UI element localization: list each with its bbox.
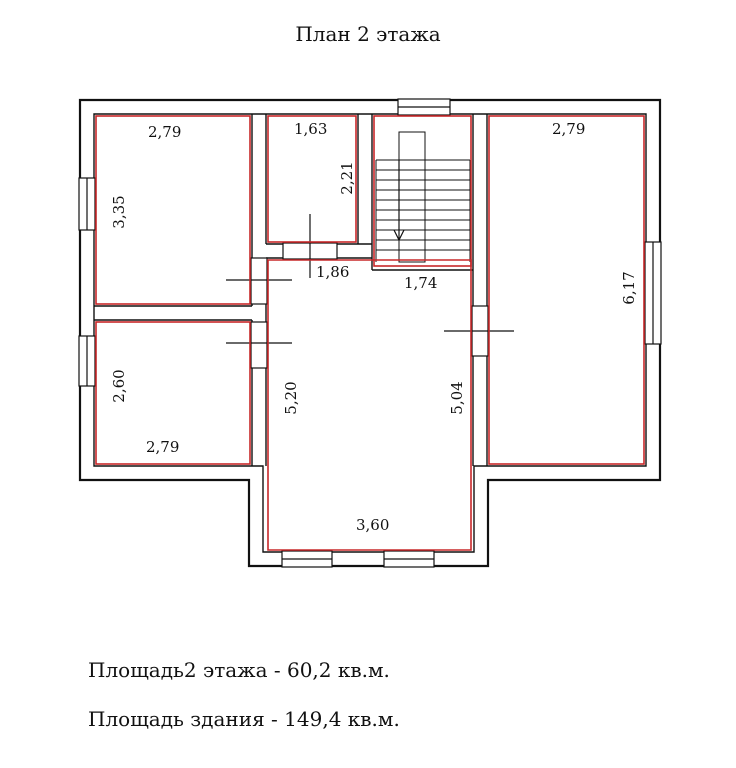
room-outline-hall <box>267 259 472 551</box>
floor-area-text: Площадь2 этажа - 60,2 кв.м. <box>88 658 390 682</box>
door-bottom-left-room <box>226 321 292 369</box>
staircase <box>375 131 471 263</box>
exterior-wall-inner <box>93 113 647 553</box>
dim-right-width: 2,79 <box>552 120 585 138</box>
building-area-text: Площадь здания - 149,4 кв.м. <box>88 707 400 731</box>
room-outline-closet <box>267 115 357 243</box>
room-outlines <box>95 115 645 551</box>
window-top <box>397 98 451 116</box>
dim-bottom-left-height: 2,60 <box>110 369 128 402</box>
room-outline-top-left <box>95 115 251 305</box>
plan-title: План 2 этажа <box>295 22 441 46</box>
dim-hall-height-left: 5,20 <box>282 381 300 414</box>
stair-arrow-icon <box>393 160 405 242</box>
room-outline-right <box>488 115 645 465</box>
dim-stair-width: 1,74 <box>404 274 437 292</box>
window-right <box>644 241 662 345</box>
dim-right-height: 6,17 <box>620 271 638 304</box>
dim-bottom-left-width: 2,79 <box>146 438 179 456</box>
exterior-wall-outer <box>78 98 662 568</box>
dim-closet-width: 1,63 <box>294 120 327 138</box>
window-bottom-right <box>383 550 435 568</box>
room-outline-stair <box>373 115 472 267</box>
dim-closet-height: 2,21 <box>338 161 356 194</box>
dim-top-left-width: 2,79 <box>148 123 181 141</box>
dim-hall-height-right: 5,04 <box>448 381 466 414</box>
window-left-upper <box>78 177 96 231</box>
dim-top-left-height: 3,35 <box>110 195 128 228</box>
door-closet <box>282 214 338 278</box>
room-outline-bottom-left <box>95 321 251 465</box>
window-bottom-left <box>281 550 333 568</box>
dim-hall-width: 1,86 <box>316 263 349 281</box>
door-right-room <box>444 305 514 357</box>
dim-hall-bottom-width: 3,60 <box>356 516 389 534</box>
door-top-left-room <box>226 257 292 305</box>
window-left-lower <box>78 335 96 387</box>
